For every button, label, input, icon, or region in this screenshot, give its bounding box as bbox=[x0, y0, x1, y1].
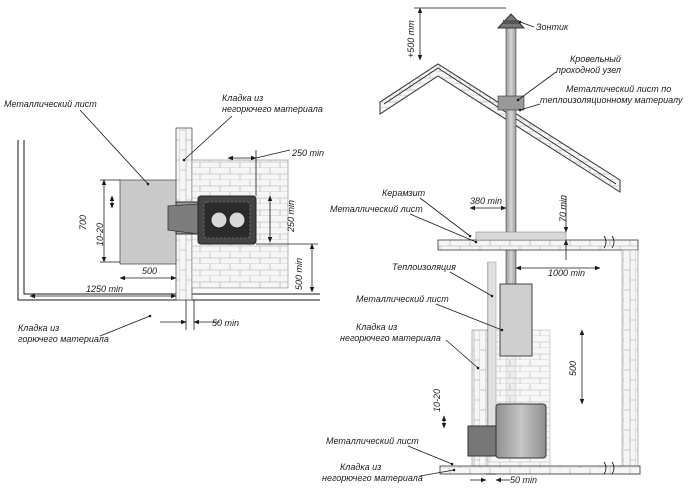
metal-sheet-right bbox=[500, 284, 532, 356]
label-nonflammable-right: Кладка из негорючего материала bbox=[340, 322, 441, 343]
label-roof-node: Кровельный проходной узел bbox=[556, 54, 623, 75]
dim-500-right: 500 bbox=[568, 361, 578, 376]
label-nonflammable-left: Кладка из негорючего материала bbox=[222, 93, 323, 114]
label-insulation: Теплоизоляция bbox=[392, 262, 456, 272]
dim-700: 700 bbox=[78, 215, 88, 230]
label-umbrella: Зонтик bbox=[536, 22, 569, 32]
label-metal-sheet-left: Металлический лист bbox=[4, 99, 97, 109]
label-nonflammable-floor: Кладка из негорючего материала bbox=[322, 462, 423, 483]
dim-50-min-left: 50 min bbox=[212, 318, 239, 328]
label-flammable-left: Кладка из горючего материала bbox=[18, 323, 109, 344]
right-brick-wall bbox=[622, 250, 638, 474]
dim-250-min-side: 250 min bbox=[286, 200, 296, 233]
label-metal-sheet-ceiling: Металлический лист bbox=[330, 204, 423, 214]
dim-plus-500-mm: +500 mm bbox=[406, 20, 416, 58]
label-metal-sheet-floor: Металлический лист bbox=[326, 436, 419, 446]
right-section-view: +500 mm 380 min 70 min 1000 min 500 10-2… bbox=[322, 8, 683, 485]
dim-10-20-left: 10-20 bbox=[95, 223, 105, 246]
dim-10-20-right: 10-20 bbox=[432, 389, 442, 412]
dim-1250-min: 1250 min bbox=[86, 284, 123, 294]
dim-500-min: 500 min bbox=[294, 258, 304, 290]
floor bbox=[440, 466, 640, 474]
dim-250-min-top: 250 min bbox=[291, 148, 324, 158]
dim-70-min: 70 min bbox=[558, 195, 568, 222]
dim-500-left: 500 bbox=[142, 266, 157, 276]
dim-380-min: 380 min bbox=[470, 196, 502, 206]
ceiling-slab bbox=[438, 240, 638, 250]
label-metal-sheet-right: Металлический лист bbox=[356, 294, 449, 304]
label-keramzit: Керамзит bbox=[382, 188, 426, 198]
label-metal-on-insulation: Металлический лист по теплоизоляционному… bbox=[540, 84, 683, 105]
dim-1000-min: 1000 min bbox=[548, 268, 585, 278]
stove-right bbox=[496, 404, 546, 458]
left-plan-view: 700 10-20 500 1250 min 250 min 250 min 5… bbox=[4, 93, 324, 344]
dim-50-min-right: 50 min bbox=[510, 475, 537, 485]
